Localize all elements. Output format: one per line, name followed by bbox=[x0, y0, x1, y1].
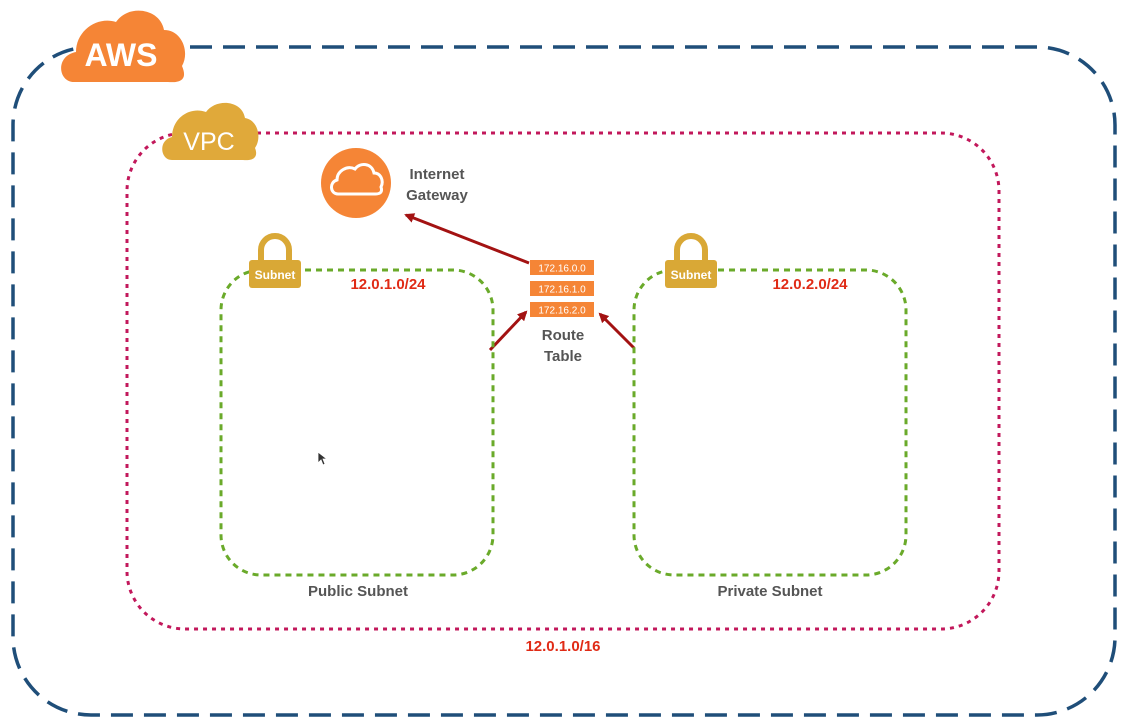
route-table-entry-3: 172.16.2.0 bbox=[538, 306, 586, 317]
private-subnet-lock-label: Subnet bbox=[671, 268, 712, 282]
public-subnet-name: Public Subnet bbox=[308, 583, 408, 600]
aws-cloud-boundary bbox=[11, 45, 1117, 717]
route-table-label-line1: Route bbox=[542, 327, 585, 344]
route-table-entry-2: 172.16.1.0 bbox=[538, 285, 586, 296]
arrow-public-subnet-to-route-table bbox=[488, 310, 528, 352]
public-subnet-lock-label: Subnet bbox=[255, 268, 296, 282]
internet-gateway-label-line1: Internet bbox=[409, 166, 464, 183]
route-table-entry-2-box bbox=[530, 281, 594, 296]
private-subnet-name: Private Subnet bbox=[717, 583, 822, 600]
route-table-entry-1: 172.16.0.0 bbox=[538, 264, 586, 275]
aws-cloud-icon: AWS bbox=[61, 10, 186, 83]
private-subnet-boundary bbox=[632, 268, 908, 577]
arrow-private-subnet-to-route-table bbox=[598, 312, 636, 350]
vpc-cloud-icon: VPC bbox=[162, 102, 259, 161]
private-subnet: Subnet 12.0.2.0/24 Private Subnet bbox=[632, 233, 908, 600]
internet-gateway: Internet Gateway bbox=[321, 148, 469, 218]
public-subnet-lock-icon: Subnet bbox=[249, 233, 301, 288]
route-table-entry-3-box bbox=[530, 302, 594, 317]
internet-gateway-icon bbox=[321, 148, 391, 218]
route-table-label-line2: Table bbox=[544, 348, 582, 365]
aws-badge-label: AWS bbox=[85, 37, 158, 73]
arrow-route-table-to-gateway bbox=[404, 213, 530, 265]
vpc-cidr: 12.0.1.0/16 bbox=[525, 638, 600, 655]
public-subnet-boundary bbox=[219, 268, 495, 577]
vpc-badge-label: VPC bbox=[183, 128, 234, 156]
route-table: 172.16.0.0 172.16.1.0 172.16.2.0 Route T… bbox=[530, 260, 594, 365]
public-subnet: Subnet 12.0.1.0/24 Public Subnet bbox=[219, 233, 495, 600]
private-subnet-cidr: 12.0.2.0/24 bbox=[772, 276, 848, 293]
internet-gateway-label-line2: Gateway bbox=[406, 187, 468, 204]
vpc-boundary bbox=[125, 131, 1001, 631]
private-subnet-lock-icon: Subnet bbox=[665, 233, 717, 288]
mouse-cursor-icon bbox=[317, 451, 329, 466]
route-table-entry-1-box bbox=[530, 260, 594, 275]
public-subnet-cidr: 12.0.1.0/24 bbox=[350, 276, 426, 293]
